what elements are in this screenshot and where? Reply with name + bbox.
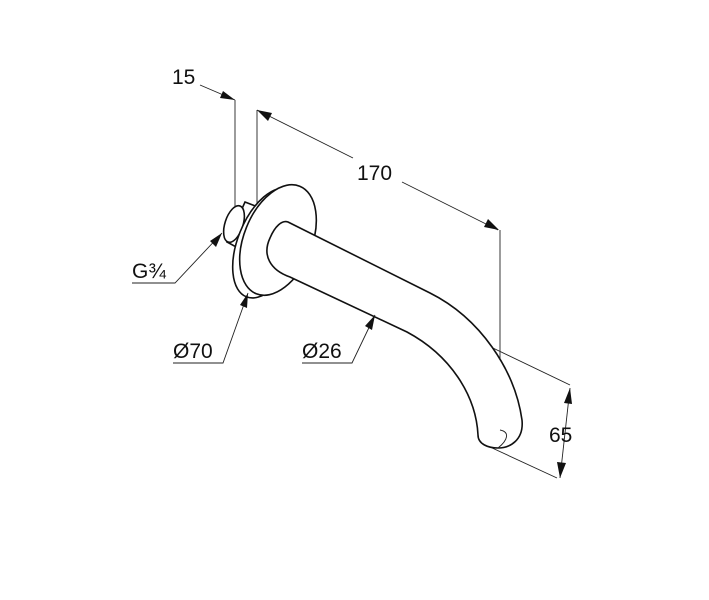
dim-line-170-a	[256, 109, 354, 159]
label-drop-height: 65	[549, 424, 572, 447]
spout-outlet-edge	[497, 429, 507, 449]
leader-rosette	[173, 292, 249, 364]
label-rosette-diameter: Ø70	[173, 340, 213, 363]
label-spout-diameter: Ø26	[302, 340, 342, 363]
label-projection: 170	[357, 162, 392, 185]
leader-thread	[132, 232, 223, 284]
label-wall-offset: 15	[172, 66, 195, 89]
leader-spout	[302, 314, 376, 364]
dim-line-170-b	[401, 181, 499, 231]
extension-line-outlet-bottom	[489, 446, 558, 479]
spout-body	[266, 220, 523, 449]
label-thread: G¾	[132, 260, 166, 283]
